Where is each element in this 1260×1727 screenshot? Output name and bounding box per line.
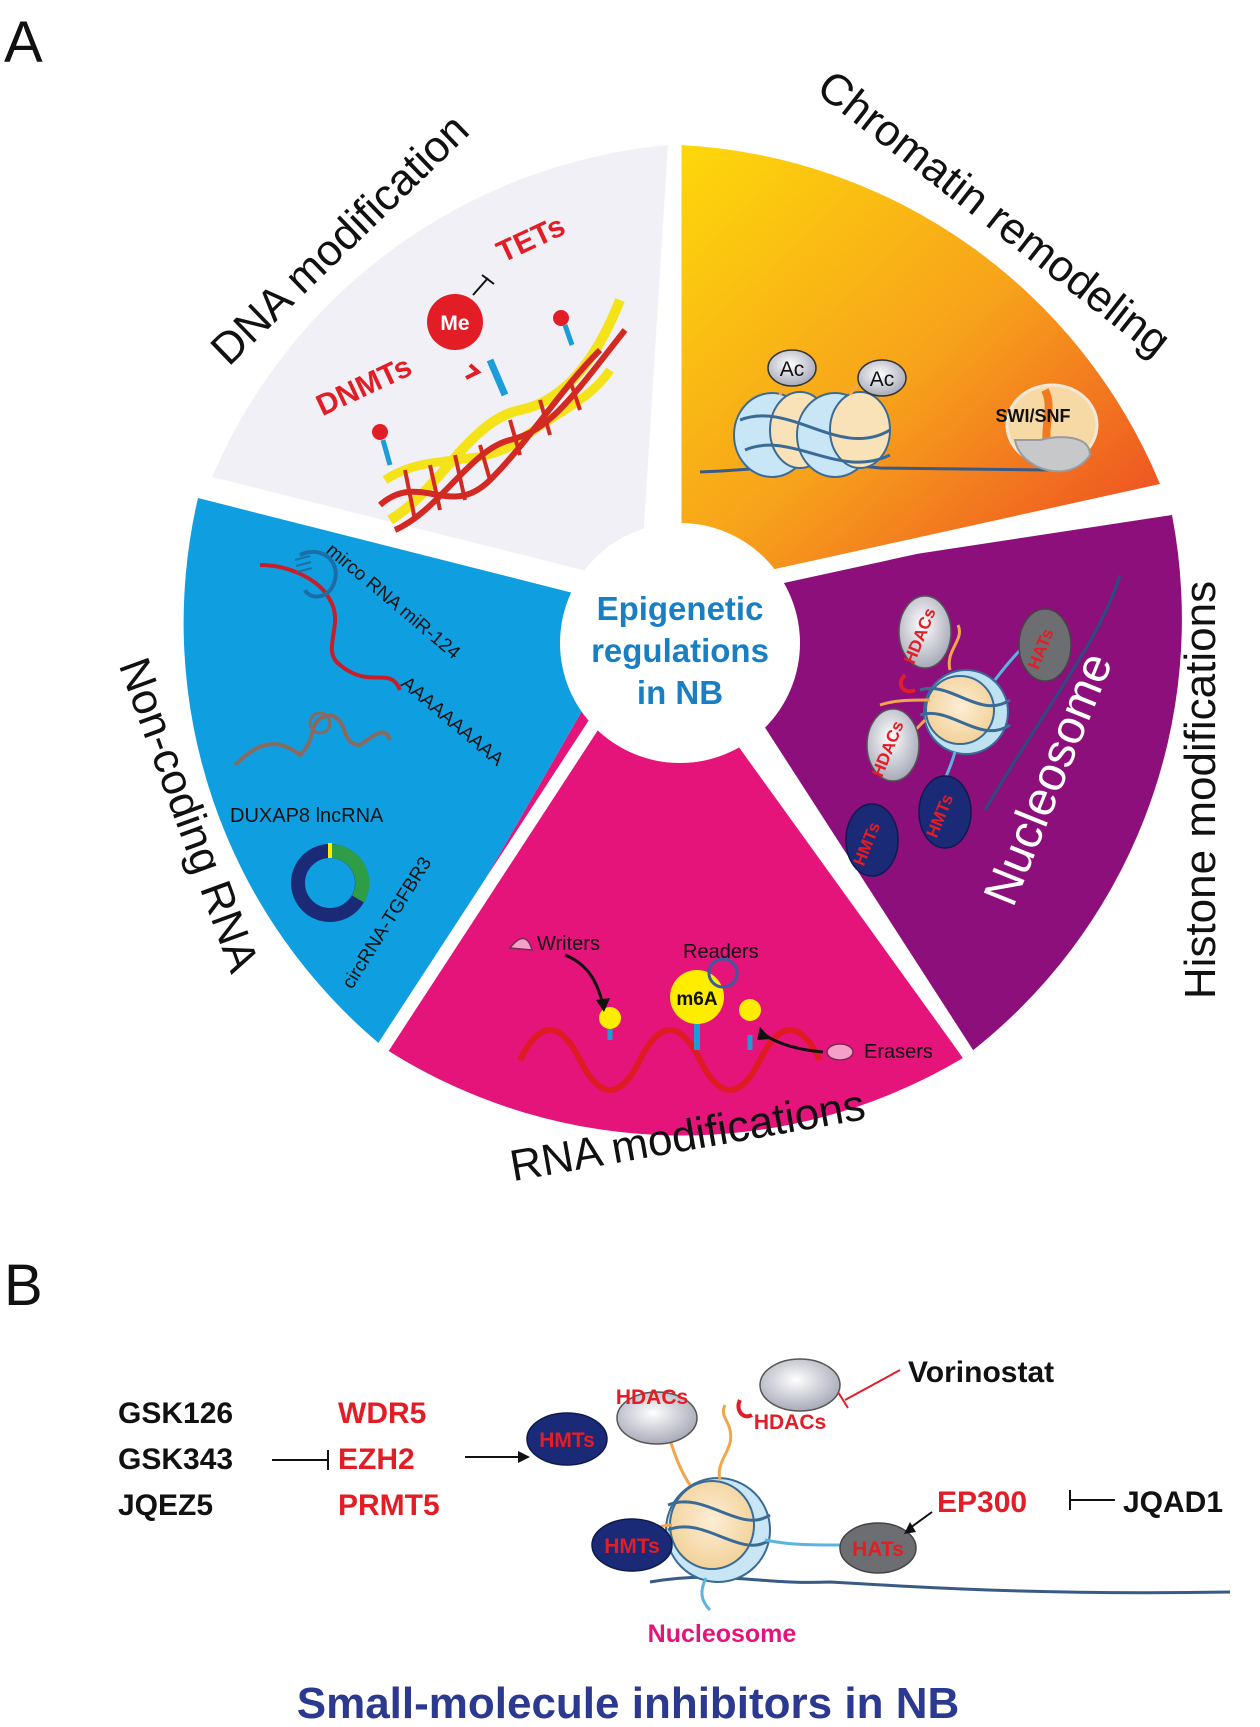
target-prmt5: PRMT5 [338,1489,440,1522]
left-targets: WDR5 EZH2 PRMT5 [338,1397,440,1522]
erasers-icon [826,1043,854,1061]
dnmts-arrow [465,363,482,380]
ep300-label: EP300 [937,1486,1027,1519]
lncrna-shape [233,712,392,767]
dna-helix [378,298,628,533]
target-wdr5: WDR5 [338,1397,426,1430]
inhibitor-jqez5: JQEZ5 [118,1489,213,1522]
rna-sector [387,610,963,1136]
erasers-arrowhead [757,1027,771,1040]
panel-b-title: Small-molecule inhibitors in NB [297,1679,960,1727]
writers-label: Writers [537,933,600,955]
center-label: Epigenetic regulations in NB [591,590,769,711]
jqad1-label: JQAD1 [1123,1486,1223,1519]
lncrna-label: DUXAP8 lncRNA [230,805,384,827]
ep300-arrowhead [904,1522,916,1534]
left-inhibitors: GSK126 GSK343 JQEZ5 [118,1397,233,1522]
swi-snf-complex [1005,383,1099,473]
ncrna-sector [183,498,640,1050]
b-hdacs-a: HDACs [616,1386,688,1409]
center-line-2: regulations [591,632,769,669]
inhibitor-gsk343: GSK343 [118,1443,233,1476]
b-hmts-a: HMTs [539,1429,595,1452]
histone-enzymes [845,595,1072,877]
m6a-sites [599,957,761,1050]
histone-modifications-title: Histone modifications [1176,581,1225,999]
writers-arrowhead [596,998,610,1012]
chromatin-sector [680,145,1160,590]
center-line-1: Epigenetic [597,590,764,627]
target-ezh2: EZH2 [338,1443,415,1476]
ac-oval-1 [767,349,817,387]
mirna-strand [259,563,402,691]
writers-icon [508,937,534,951]
ac-oval-2 [857,359,907,397]
panel-a-letter: A [4,10,43,75]
readers-label: Readers [683,941,759,963]
b-nucleosome-label: Nucleosome [648,1620,797,1648]
center-line-3: in NB [637,674,723,711]
b-hmts-b: HMTs [604,1535,660,1558]
ac-label-1: Ac [780,358,805,381]
vorinostat-label: Vorinostat [908,1356,1054,1389]
inhibitor-gsk126: GSK126 [118,1397,233,1430]
center-circle [560,523,800,763]
lncrna-loop [308,711,332,735]
chromatin-nucleosomes [699,359,1051,478]
ep300-arrow [909,1511,933,1529]
mirna-ladder [294,555,313,573]
me-label: Me [440,312,469,335]
ac-label-2: Ac [870,368,895,391]
vorinostat-inhibit-bar [837,1391,849,1409]
panel-b-enzymes [526,1358,917,1574]
panel-b-letter: B [4,1253,43,1318]
ezh2-arrowhead [518,1451,530,1463]
tets-inhibition-bar [481,274,495,285]
dna-sector [210,145,668,590]
histone-nucleosome [879,574,1122,811]
erasers-label: Erasers [864,1041,933,1063]
panel-b-nucleosome [639,1399,1231,1612]
circrna-segment [329,843,370,903]
vorinostat-inhibit-line [844,1369,901,1401]
swi-snf-label: SWI/SNF [996,406,1071,426]
panel-b-enzyme-labels: HMTs HMTs HDACs HDACs HATs [539,1386,904,1561]
mirna-hairpin [299,549,338,599]
b-hats: HATs [852,1538,904,1561]
rna-wave [517,1027,823,1093]
m6a-label: m6A [676,989,717,1010]
tets-inhibition-line [472,277,489,296]
b-hdacs-b: HDACs [754,1411,826,1434]
methyl-marks [372,310,575,466]
methyl-circle [427,294,483,350]
